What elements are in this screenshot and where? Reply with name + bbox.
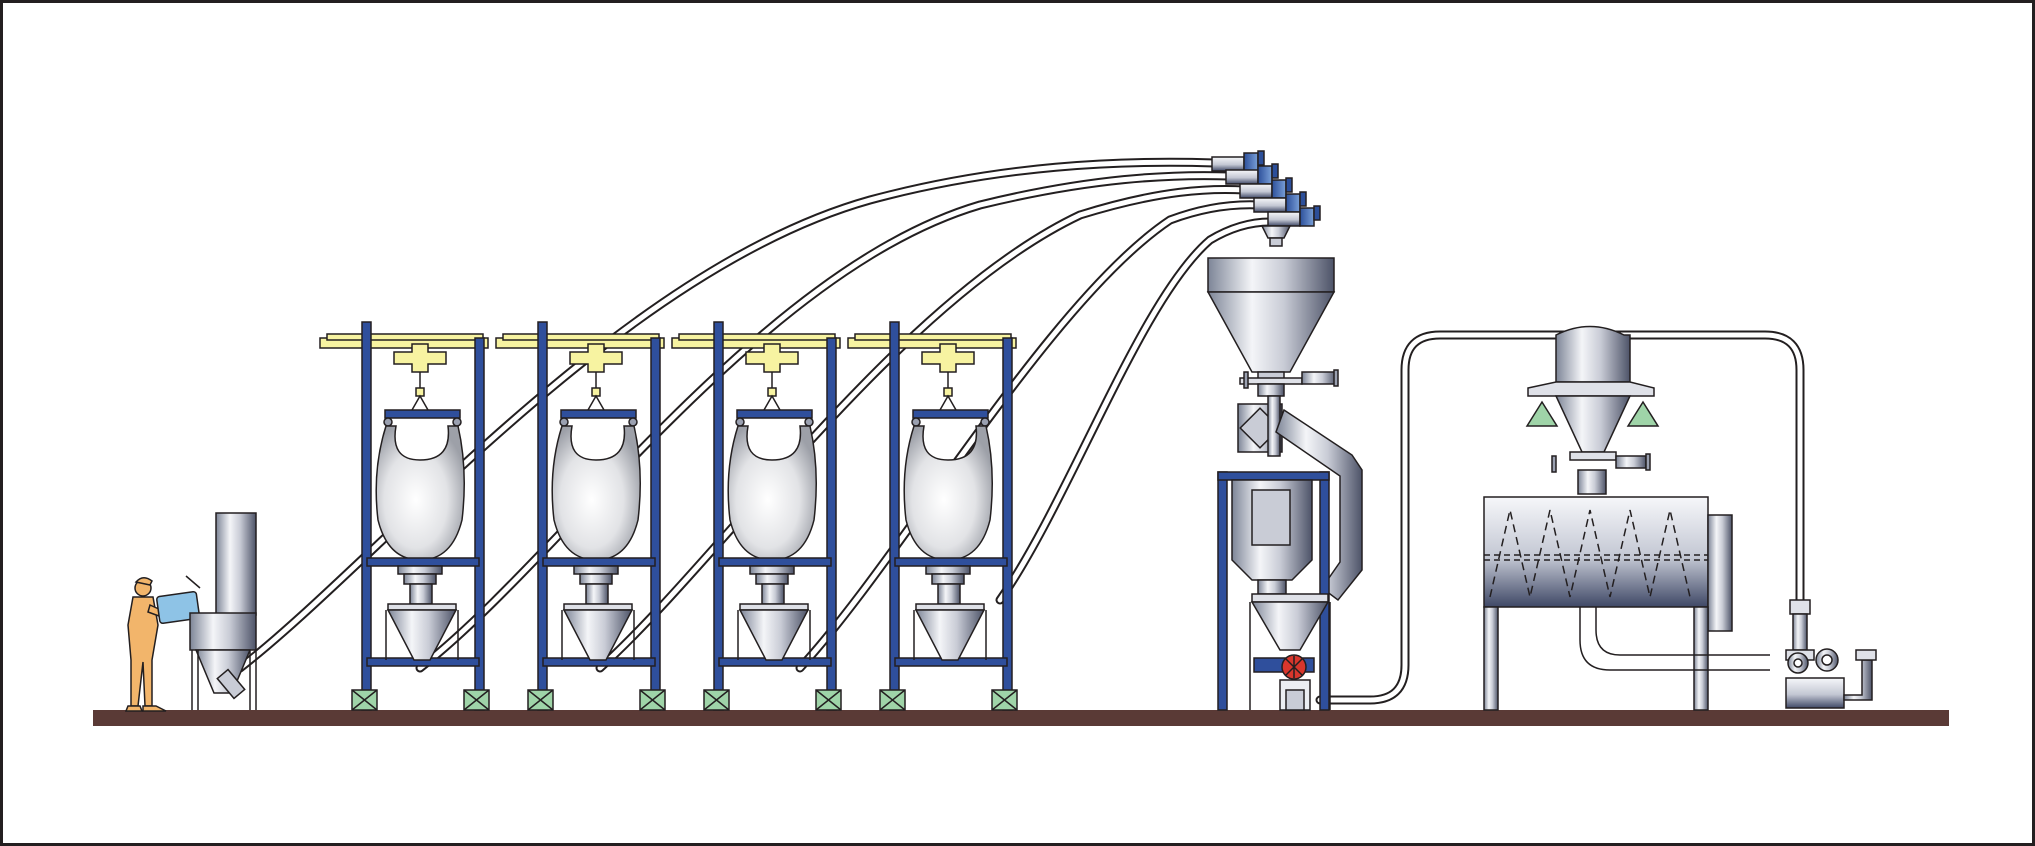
conveying-line-4 [795,200,1265,673]
leg-foot-icon [1626,400,1660,427]
floor [93,710,1949,726]
diverter-valve-5 [1267,205,1321,227]
leg-foot-icon [1525,400,1559,427]
rotary-valve [1237,395,1283,457]
diverter-valve-4 [1253,191,1307,213]
bulk-bag-discharger-4 [847,321,1018,711]
feeder-valve [1253,654,1315,711]
ribbon-blender-receiver [1525,325,1660,495]
filter-receiver [1206,257,1339,397]
blower-package [1785,599,1877,709]
ribbon-blender [1483,496,1770,711]
operator-figure [124,577,201,712]
bulk-bag-discharger-2 [495,321,666,711]
diverter-valve-1 [1211,150,1265,172]
conveying-line-5 [995,217,1275,605]
diverter-valve-manifold [1211,150,1321,247]
bag-dump-station [185,512,257,710]
weigh-hopper [1231,479,1331,710]
vent-pipe [1275,408,1363,602]
diverter-valve-2 [1225,163,1279,185]
bulk-bag-discharger-3 [671,321,842,711]
conveying-line-2 [415,171,1235,673]
bulk-bag-discharger-1 [319,321,490,711]
return-line [1315,330,1805,705]
conveying-lines [235,157,1805,705]
conveying-line-3 [595,184,1250,673]
bag-icon [156,590,201,625]
weigh-hopper-frame [1217,471,1330,711]
